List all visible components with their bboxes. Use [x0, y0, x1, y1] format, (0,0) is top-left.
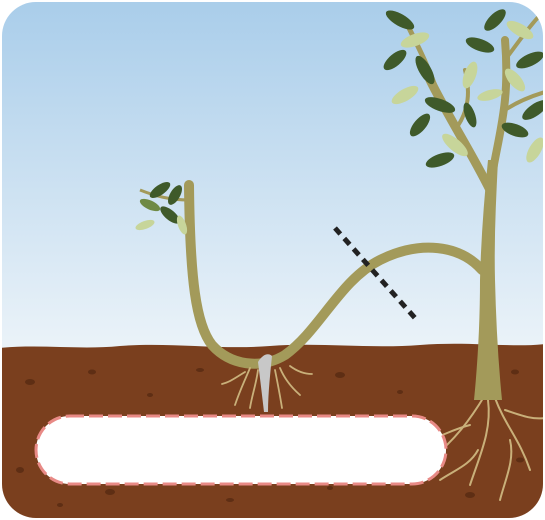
sky-background [0, 0, 545, 360]
soil-text-panel [36, 416, 446, 484]
